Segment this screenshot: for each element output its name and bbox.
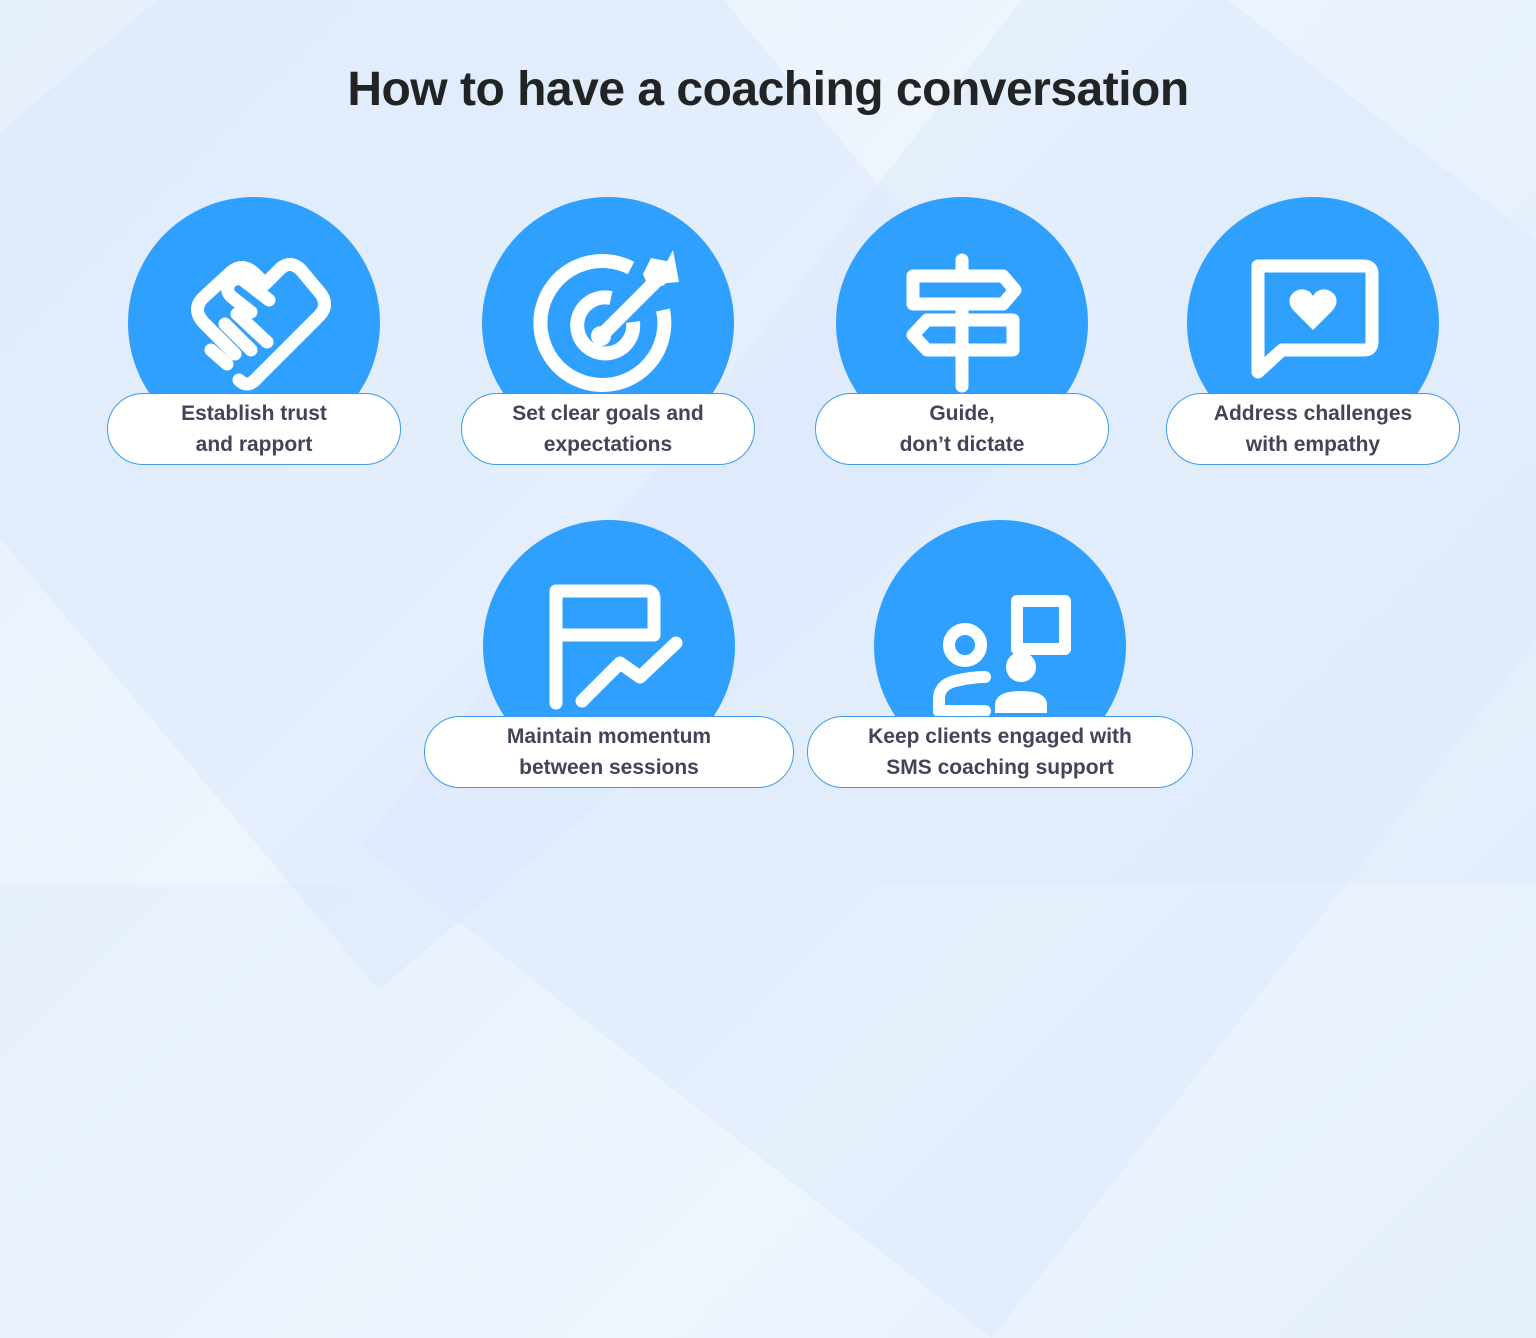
people-chat-icon [933,595,1071,717]
step-label: Guide, don’t dictate [815,393,1109,465]
step-label-line2: expectations [543,433,673,456]
step-label-line1: Maintain momentum [506,725,712,748]
page-title: How to have a coaching conversation [347,63,1189,116]
step-label: Keep clients engaged with SMS coaching s… [807,716,1193,788]
step-label-line2: and rapport [195,433,313,456]
chat-heart-icon [1251,259,1379,379]
step-label-line1: Address challenges [1213,402,1413,425]
step-card-sms-support: Keep clients engaged with SMS coaching s… [807,520,1193,790]
step-label-line1: Set clear goals and [512,402,704,425]
step-label-line2: SMS coaching support [886,756,1114,779]
step-label: Maintain momentum between sessions [424,716,794,788]
step-label: Establish trust and rapport [107,393,401,465]
step-label-line1: Guide, [929,402,995,425]
step-card-maintain-momentum: Maintain momentum between sessions [424,520,794,790]
handshake-icon [191,258,331,391]
flag-trend-icon [549,584,683,710]
step-label: Set clear goals and expectations [461,393,755,465]
step-label-line1: Keep clients engaged with [868,725,1132,748]
step-label-line2: with empathy [1245,433,1381,456]
step-card-establish-trust: Establish trust and rapport [107,197,401,467]
target-arrow-icon [533,250,679,392]
step-card-guide: Guide, don’t dictate [815,197,1109,467]
step-card-set-goals: Set clear goals and expectations [461,197,755,467]
background-shape [0,0,1068,990]
step-label-line2: between sessions [519,756,699,779]
step-label-line1: Establish trust [181,402,327,425]
step-label: Address challenges with empathy [1166,393,1460,465]
step-label-line2: don’t dictate [899,433,1025,456]
step-card-address-challenges: Address challenges with empathy [1166,197,1460,467]
signpost-icon [906,253,1022,393]
